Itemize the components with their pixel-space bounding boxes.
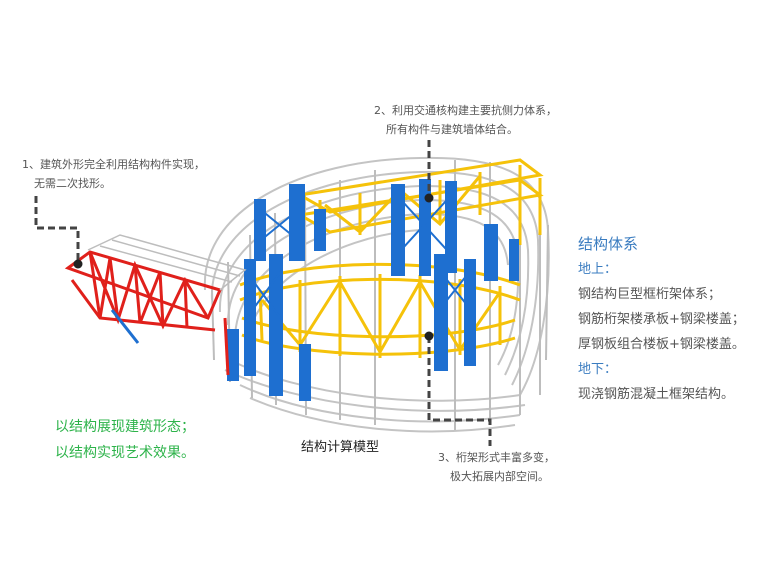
blue-cores [227, 179, 519, 401]
below-ground-item-1: 现浇钢筋混凝土框架结构。 [578, 387, 735, 402]
above-ground-label: 地上： [578, 262, 618, 277]
slogan-line-1: 以结构展现建筑形态； [55, 419, 195, 435]
annotation-1-line-1: 1、建筑外形完全利用结构构件实现， [22, 158, 205, 171]
annotation-1-line-2: 无需二次找形。 [34, 177, 111, 190]
annotation-1: 1、建筑外形完全利用结构构件实现， 无需二次找形。 [22, 155, 205, 193]
slogan-line-2: 以结构实现艺术效果。 [55, 445, 195, 461]
above-ground-item-1: 钢结构巨型框桁架体系； [578, 287, 722, 302]
leader-dot-3 [424, 331, 434, 341]
leader-dot-1 [73, 259, 83, 269]
leader-dots [73, 193, 434, 341]
structure-system-title: 结构体系 [578, 235, 639, 253]
above-ground-item-2: 钢筋桁架楼承板+钢梁楼盖； [578, 312, 745, 327]
annotation-2-line-2: 所有构件与建筑墙体结合。 [386, 123, 518, 136]
leader-lines [34, 140, 492, 446]
blue-core-braces [244, 189, 476, 321]
annotation-2: 2、利用交通核构建主要抗侧力体系， 所有构件与建筑墙体结合。 [374, 101, 557, 139]
slogan: 以结构展现建筑形态； 以结构实现艺术效果。 [55, 414, 195, 466]
leader-dot-2 [424, 193, 434, 203]
annotation-3-line-1: 3、桁架形式丰富多变， [438, 451, 555, 464]
annotation-2-line-1: 2、利用交通核构建主要抗侧力体系， [374, 104, 557, 117]
above-ground-item-3: 厚钢板组合楼板+钢梁楼盖。 [578, 337, 745, 352]
red-bridge-truss [64, 250, 230, 376]
bridge-support [110, 309, 140, 344]
annotation-3: 3、桁架形式丰富多变， 极大拓展内部空间。 [438, 448, 555, 486]
structure-system-panel: 结构体系 地上： 钢结构巨型框桁架体系； 钢筋桁架楼承板+钢梁楼盖； 厚钢板组合… [578, 232, 745, 407]
bridge-deck [87, 234, 247, 291]
annotation-3-line-2: 极大拓展内部空间。 [450, 470, 549, 483]
model-caption: 结构计算模型 [301, 440, 380, 455]
below-ground-label: 地下： [578, 362, 618, 377]
